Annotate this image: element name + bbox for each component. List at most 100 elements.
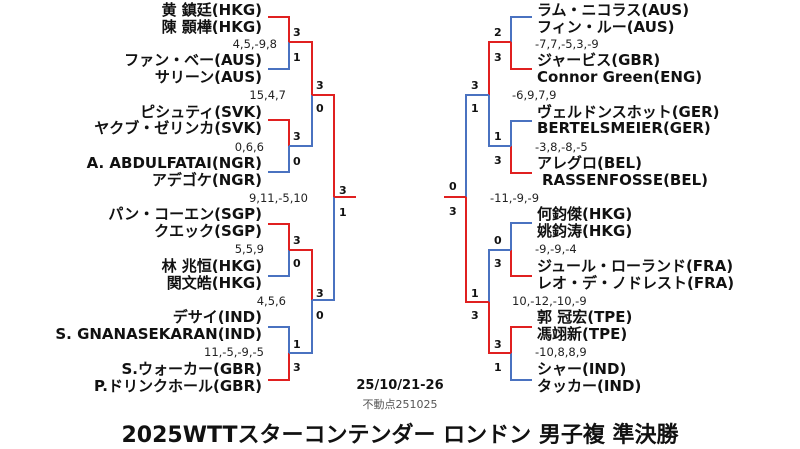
player-name: アデゴケ(NGR) [151, 171, 262, 189]
credit: 不動点251025 [362, 398, 438, 411]
match-score: 0 [449, 180, 457, 193]
player-name: タッカー(IND) [537, 377, 642, 395]
page-title: 2025WTTスターコンテンダー ロンドン 男子複 準決勝 [121, 423, 679, 448]
player-name: アレグロ(BEL) [537, 154, 642, 172]
match-score: 0 [293, 155, 301, 168]
loser-bracket-line [510, 222, 532, 250]
loser-bracket-line [488, 95, 511, 147]
match-score: 1 [339, 206, 347, 219]
player-name: BERTELSMEIER(GER) [537, 119, 711, 137]
match-score: 2 [494, 26, 502, 39]
winner-bracket-line [488, 302, 511, 354]
match-score: 0 [293, 257, 301, 270]
match-score: 1 [471, 102, 479, 115]
game-scores: 15,4,7 [249, 88, 286, 102]
match-score: 1 [494, 361, 502, 374]
player-name: ラム・ニコラス(AUS) [537, 1, 690, 19]
player-name: S. GNANASEKARAN(IND) [55, 325, 262, 343]
loser-bracket-line [268, 250, 290, 277]
player-name: 関文皓(HKG) [166, 274, 262, 292]
loser-bracket-line [510, 120, 532, 146]
player-name: シャー(IND) [537, 360, 627, 378]
player-name: A. ABDULFATAI(NGR) [86, 154, 262, 172]
match-score: 0 [316, 309, 324, 322]
game-scores: -9,-9,-4 [535, 242, 577, 256]
match-score: 3 [449, 205, 457, 218]
game-scores: -3,8,-8,-5 [535, 140, 588, 154]
match-score: 0 [316, 102, 324, 115]
player-name: 姚鈞涛(HKG) [537, 222, 633, 240]
player-name: S.ウォーカー(GBR) [121, 360, 262, 378]
match-score: 3 [316, 287, 324, 300]
match-score: 1 [293, 51, 301, 64]
event-dates: 25/10/21-26 [356, 378, 444, 393]
winner-bracket-line [510, 326, 532, 353]
match-score: 3 [471, 79, 479, 92]
player-name: ピシュティ(SVK) [140, 103, 262, 121]
player-name: ジャービス(GBR) [537, 51, 661, 69]
loser-bracket-line [488, 249, 511, 302]
loser-bracket-line [268, 146, 290, 173]
player-name: デサイ(IND) [172, 308, 262, 326]
game-scores: 10,-12,-10,-9 [512, 294, 587, 308]
loser-bracket-line [289, 300, 313, 354]
game-scores: -11,-9,-9 [490, 191, 540, 205]
player-name: ファン・ベー(AUS) [124, 51, 262, 69]
match-score: 3 [316, 79, 324, 92]
winner-bracket-line [510, 42, 532, 70]
player-name: 黄 鎮廷(HKG) [161, 1, 262, 19]
match-score: 3 [471, 309, 479, 322]
winner-bracket-line [510, 250, 532, 277]
loser-bracket-line [510, 353, 532, 381]
winner-bracket-line [289, 41, 313, 95]
player-name: サリーン(AUS) [154, 68, 262, 86]
match-score: 3 [494, 257, 502, 270]
player-name: 林 兆恒(HKG) [161, 257, 262, 275]
match-score: 0 [494, 234, 502, 247]
loser-bracket-line [510, 16, 532, 42]
player-name: Connor Green(ENG) [537, 68, 703, 86]
game-scores: -7,7,-5,3,-9 [535, 37, 599, 51]
loser-bracket-line [465, 94, 489, 197]
game-scores: 0,6,6 [234, 140, 264, 154]
loser-bracket-line [268, 42, 290, 70]
winner-bracket-line [289, 249, 313, 300]
match-score: 3 [494, 154, 502, 167]
player-name: クエック(SGP) [154, 222, 262, 240]
match-score: 3 [494, 51, 502, 64]
winner-bracket-line [268, 119, 290, 146]
match-score: 1 [293, 338, 301, 351]
match-score: 3 [293, 130, 301, 143]
winner-bracket-line [312, 94, 335, 197]
match-score: 1 [494, 130, 502, 143]
match-score: 3 [494, 338, 502, 351]
game-scores: -6,9,7,9 [512, 88, 557, 102]
game-scores: 4,5,6 [256, 294, 286, 308]
game-scores: -10,8,8,9 [535, 345, 587, 359]
match-score: 3 [293, 26, 301, 39]
winner-bracket-line [268, 353, 290, 381]
winner-bracket-line [268, 223, 290, 250]
player-name: レオ・デ・ノドレスト(FRA) [537, 274, 735, 292]
match-score: 3 [293, 234, 301, 247]
player-name: ヴェルドンスホット(GER) [537, 103, 720, 121]
game-scores: 9,11,-5,10 [248, 191, 308, 205]
player-name: ジュール・ローランド(FRA) [537, 257, 734, 275]
match-score: 3 [339, 184, 347, 197]
match-score: 1 [471, 287, 479, 300]
winner-bracket-line [465, 197, 489, 303]
winner-bracket-line [268, 16, 290, 42]
game-scores: 11,-5,-9,-5 [204, 345, 264, 359]
player-name: パン・コーエン(SGP) [108, 205, 262, 223]
game-scores: 5,5,9 [234, 242, 264, 256]
loser-bracket-line [289, 95, 313, 147]
winner-bracket-line [510, 146, 532, 174]
player-name: 馮翊新(TPE) [537, 325, 628, 343]
loser-bracket-line [312, 197, 335, 301]
loser-bracket-line [268, 326, 290, 353]
match-score: 3 [293, 361, 301, 374]
player-name: P.ドリンクホール(GBR) [94, 377, 262, 395]
player-name: 郭 冠宏(TPE) [537, 308, 633, 326]
